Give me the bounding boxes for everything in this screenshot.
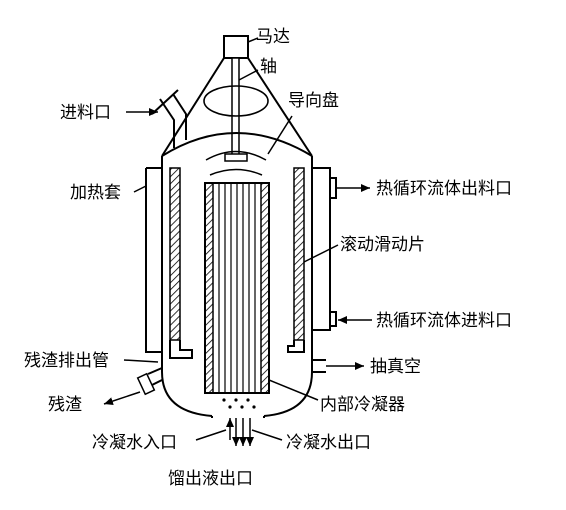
distribution-arc-1 bbox=[205, 150, 267, 161]
label-heat-fluid-outlet: 热循环流体出料口 bbox=[376, 179, 512, 199]
condenser-hatch-left bbox=[204, 182, 214, 394]
condenser-tubes bbox=[218, 183, 256, 393]
vessel-top-curve bbox=[161, 132, 313, 157]
label-inner-condenser: 内部冷凝器 bbox=[320, 395, 405, 415]
motor-box bbox=[223, 35, 249, 59]
guide-plate bbox=[203, 85, 269, 117]
residue-pipe-flange bbox=[136, 372, 156, 396]
label-rolling-slider: 滚动滑动片 bbox=[340, 235, 425, 255]
heating-jacket-pointer bbox=[133, 185, 147, 193]
residue-pipe-pointer bbox=[123, 359, 159, 363]
label-cooling-water-inlet: 冷凝水入口 bbox=[92, 433, 177, 453]
label-distillate-outlet: 馏出液出口 bbox=[168, 469, 253, 489]
cooling-water-inlet-pointer bbox=[195, 429, 227, 441]
label-motor: 马达 bbox=[256, 27, 290, 47]
distillate-drops bbox=[222, 398, 256, 409]
motor-pointer bbox=[247, 37, 259, 43]
label-shaft: 轴 bbox=[260, 57, 277, 77]
feed-pipe-flange bbox=[151, 89, 179, 115]
label-feed-inlet: 进料口 bbox=[60, 103, 111, 123]
jacket-right-outer bbox=[312, 167, 331, 331]
rolling-slider-pointer bbox=[303, 244, 339, 263]
residue-arrow bbox=[103, 391, 141, 405]
guide-plate-pointer bbox=[267, 115, 293, 155]
vacuum-port bbox=[312, 359, 326, 373]
label-guide-plate: 导向盘 bbox=[288, 91, 339, 111]
wiper-foot-left bbox=[169, 340, 193, 359]
shaft-hub bbox=[224, 153, 248, 162]
inner-condenser-pointer bbox=[268, 379, 319, 401]
label-cooling-water-outlet: 冷凝水出口 bbox=[286, 433, 371, 453]
distribution-arc-2 bbox=[209, 168, 263, 176]
label-residue-pipe: 残渣排出管 bbox=[24, 351, 109, 371]
feed-pipe bbox=[159, 93, 187, 148]
vessel-lower-body bbox=[161, 352, 313, 417]
shaft bbox=[231, 57, 240, 157]
vessel-shoulder bbox=[161, 156, 313, 168]
shaft-pointer bbox=[238, 69, 259, 81]
label-heat-fluid-inlet: 热循环流体进料口 bbox=[376, 311, 512, 331]
top-cone bbox=[161, 57, 313, 157]
heating-jacket-outer bbox=[145, 167, 162, 353]
jacket-right-port-bottom bbox=[330, 311, 337, 327]
condenser-hatch-right bbox=[260, 182, 270, 394]
wiper-blade-right bbox=[293, 167, 305, 341]
label-residue: 残渣 bbox=[48, 395, 82, 415]
wiper-foot-right bbox=[287, 340, 305, 353]
wiper-blade-left bbox=[169, 167, 181, 341]
cooling-water-outlet-pointer bbox=[251, 429, 283, 441]
label-heating-jacket: 加热套 bbox=[70, 183, 121, 203]
bottom-outlet-walls bbox=[211, 416, 265, 418]
label-vacuum: 抽真空 bbox=[370, 357, 421, 377]
